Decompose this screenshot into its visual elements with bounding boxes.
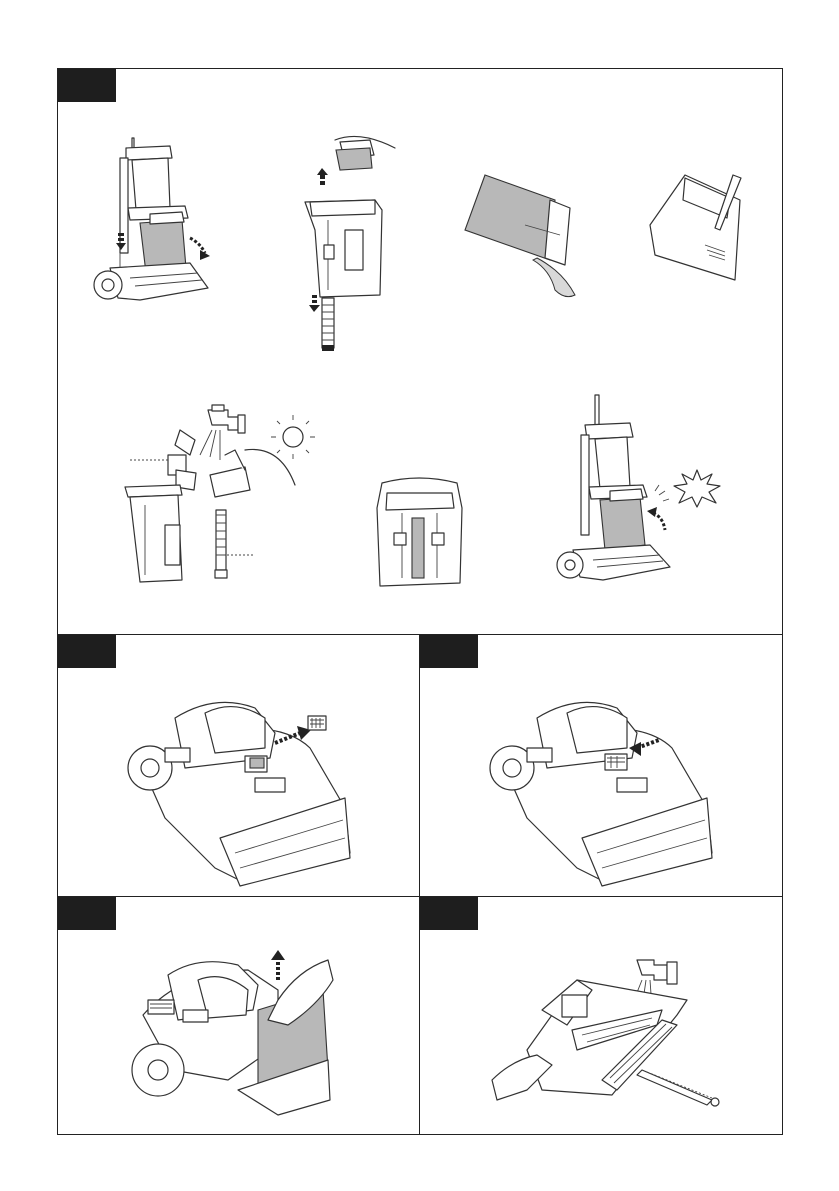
section-tab-middle-left <box>58 635 116 668</box>
sun-drying-icon <box>268 412 318 462</box>
nozzle-filter-removal-illustration <box>125 688 360 888</box>
click-starburst-icon <box>672 468 722 508</box>
section-tab-top <box>58 69 116 102</box>
reassembled-tank-illustration <box>372 478 467 593</box>
pouring-tank-illustration <box>455 170 590 310</box>
section-tab-bottom-left <box>58 897 116 930</box>
section-tab-middle-right <box>420 635 478 668</box>
section-tab-bottom-right <box>420 897 478 930</box>
section-divider-vertical <box>419 634 420 1135</box>
rinse-brush-roll-illustration <box>482 950 737 1110</box>
brush-cleaning-tank-illustration <box>645 170 755 295</box>
nozzle-filter-insert-illustration <box>487 688 722 888</box>
hand-lifting-filter-illustration <box>300 130 410 355</box>
lift-nozzle-cover-illustration <box>128 950 348 1118</box>
upright-carpet-cleaner-illustration <box>90 128 220 308</box>
